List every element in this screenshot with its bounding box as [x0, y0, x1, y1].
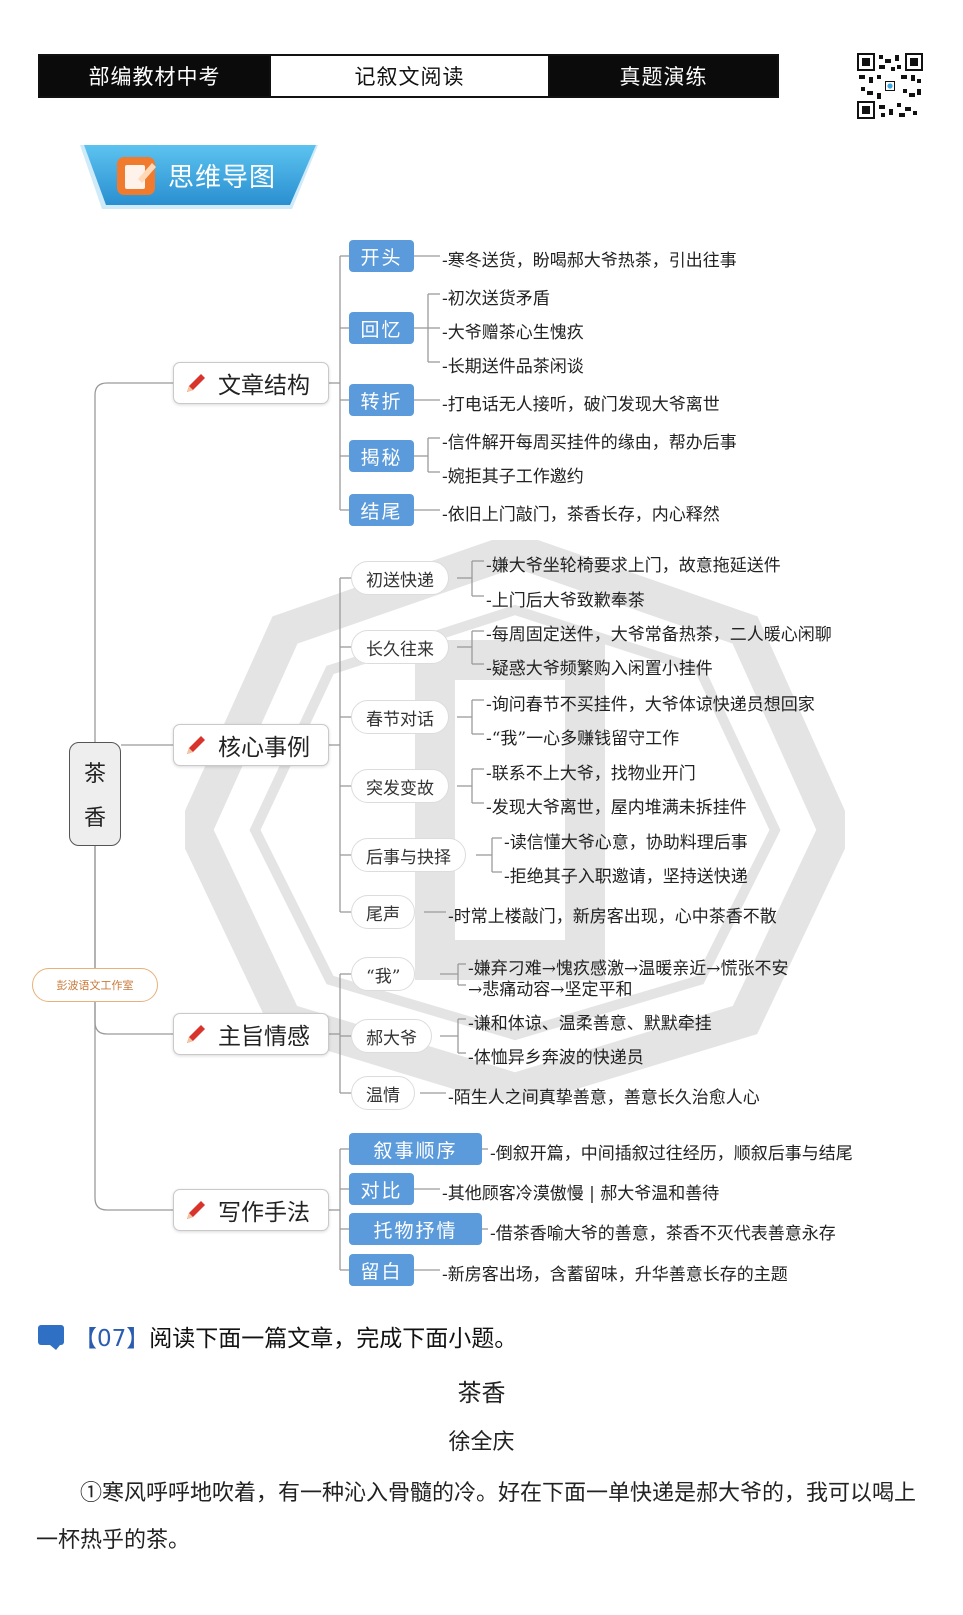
cap-first-delivery: 初送快递	[351, 561, 449, 595]
node-events-label: 核心事例	[218, 735, 310, 761]
question-heading: 【07】 阅读下面一篇文章，完成下面小题。	[36, 1319, 517, 1353]
tag-reveal: 揭秘	[349, 440, 414, 472]
leaf-text: -长期送件品茶闲谈	[442, 357, 584, 377]
cap-me: “我”	[351, 957, 416, 991]
leaf-text: -初次送货矛盾	[442, 289, 550, 309]
header-left-text: 部编教材中考	[88, 65, 221, 89]
node-events: 核心事例	[173, 724, 329, 766]
tag-ending: 结尾	[349, 494, 414, 526]
node-theme-label: 主旨情感	[218, 1024, 310, 1050]
leaf-text: -读信懂大爷心意，协助料理后事	[504, 833, 748, 853]
leaf-text: -打电话无人接听，破门发现大爷离世	[442, 395, 720, 415]
leaf-text: -倒叙开篇，中间插叙过往经历，顺叙后事与结尾	[490, 1144, 853, 1164]
cap-grandpa-hao: 郝大爷	[351, 1019, 432, 1053]
leaf-text: -询问春节不买挂件，大爷体谅快递员想回家	[486, 695, 815, 715]
passage-paragraph: ①寒风呼呼地吹着，有一种沁入骨髓的冷。好在下面一单快递是郝大爷的，我可以喝上一杯…	[36, 1481, 917, 1553]
cap-warmth: 温情	[351, 1076, 415, 1110]
leaf-text: -联系不上大爷，找物业开门	[486, 764, 696, 784]
leaf-text: -疑惑大爷频繁购入闲置小挂件	[486, 659, 713, 679]
passage-title: 茶香	[457, 1379, 506, 1407]
leaf-text: -婉拒其子工作邀约	[442, 467, 584, 487]
question-number: 【07】	[74, 1326, 150, 1352]
leaf-text: -陌生人之间真挚善意，善意长久治愈人心	[448, 1088, 760, 1108]
node-structure-label: 文章结构	[218, 373, 310, 399]
header-center-cell: 记叙文阅读	[269, 54, 550, 98]
leaf-text: -嫌大爷坐轮椅要求上门，故意拖延送件	[486, 556, 781, 576]
leaf-text: →悲痛动容→坚定平和	[468, 980, 633, 1000]
mindmap-banner-label: 思维导图	[168, 163, 277, 193]
leaf-text: -拒绝其子入职邀请，坚持送快递	[504, 867, 748, 887]
leaf-text: -大爷赠茶心生愧疚	[442, 323, 584, 343]
node-technique-label: 写作手法	[218, 1200, 310, 1226]
tag-memory: 回忆	[349, 312, 414, 344]
tag-symbolism: 托物抒情	[349, 1213, 482, 1245]
leaf-text: -上门后大爷致歉奉茶	[486, 591, 645, 611]
leaf-text: -每周固定送件，大爷常备热茶，二人暖心闲聊	[486, 625, 832, 645]
tag-contrast: 对比	[349, 1173, 414, 1205]
leaf-text: -依旧上门敲门，茶香长存，内心释然	[442, 505, 720, 525]
leaf-text: -新房客出场，含蓄留味，升华善意长存的主题	[442, 1265, 788, 1285]
leaf-text: -体恤异乡奔波的快递员	[468, 1048, 644, 1068]
leaf-text: -嫌弃刁难→愧疚感激→温暖亲近→慌张不安	[468, 959, 789, 979]
leaf-text: -借茶香喻大爷的善意，茶香不灭代表善意永存	[490, 1224, 836, 1244]
passage-author: 徐全庆	[448, 1430, 515, 1455]
leaf-text: -发现大爷离世，屋内堆满未拆挂件	[486, 798, 747, 818]
pencil-icon	[187, 1025, 205, 1043]
mindmap-banner	[80, 145, 318, 209]
tag-turn: 转折	[349, 384, 414, 416]
node-theme: 主旨情感	[173, 1013, 329, 1055]
cap-long-contact: 长久往来	[351, 630, 449, 664]
root-char-2: 香	[83, 806, 106, 832]
root-char-1: 茶	[83, 761, 106, 787]
leaf-text: -谦和体谅、温柔善意、默默牵挂	[468, 1014, 712, 1034]
cap-aftermath: 后事与抉择	[351, 838, 466, 872]
question-text: 阅读下面一篇文章，完成下面小题。	[149, 1326, 518, 1352]
tag-opening: 开头	[349, 240, 414, 272]
qr-code-icon	[857, 53, 923, 119]
mindmap-root: 茶 香	[69, 742, 121, 846]
pencil-icon	[187, 374, 205, 392]
leaf-text: -信件解开每周买挂件的缘由，帮办后事	[442, 433, 737, 453]
studio-stamp: 彭波语文工作室	[32, 968, 158, 1002]
pencil-icon	[187, 736, 205, 754]
header-center-text: 记叙文阅读	[354, 65, 465, 89]
header-left-cell: 部编教材中考	[38, 54, 271, 98]
leaf-text: -时常上楼敲门，新房客出现，心中茶香不散	[448, 907, 777, 927]
tag-blank-space: 留白	[349, 1254, 414, 1286]
bookmark-icon	[38, 1325, 64, 1350]
tag-narrative-order: 叙事顺序	[349, 1133, 482, 1165]
header-right-text: 真题演练	[619, 65, 708, 89]
pencil-icon	[187, 1201, 205, 1219]
cap-sudden-change: 突发变故	[351, 769, 449, 803]
node-structure: 文章结构	[173, 362, 329, 404]
watermark-seal	[185, 540, 845, 1100]
node-technique: 写作手法	[173, 1189, 329, 1231]
cap-epilogue: 尾声	[351, 895, 415, 929]
leaf-text: -寒冬送货，盼喝郝大爷热茶，引出往事	[442, 251, 737, 271]
cap-spring-talk: 春节对话	[351, 700, 449, 734]
leaf-text: -其他顾客冷漠傲慢 | 郝大爷温和善待	[442, 1184, 720, 1204]
leaf-text: -“我”一心多赚钱留守工作	[486, 729, 680, 749]
header-right-cell: 真题演练	[548, 54, 779, 98]
